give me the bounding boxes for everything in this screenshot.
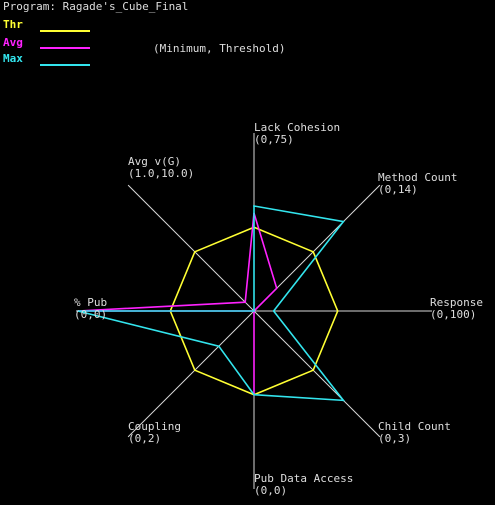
- axis-label: Pub Data Access: [254, 472, 353, 485]
- axis-range-label: (0,100): [430, 308, 476, 321]
- axis-spoke: [127, 310, 255, 438]
- data-point-max: [342, 220, 345, 223]
- axis-range-label: (0,0): [254, 484, 287, 497]
- axis-spoke: [253, 310, 381, 438]
- data-point-thr: [312, 369, 315, 372]
- axis-range-label: (0,75): [254, 133, 294, 146]
- data-point-max: [253, 310, 255, 312]
- axis-label-group: % Pub(0,0): [74, 296, 107, 321]
- axis-label: Lack Cohesion: [254, 121, 340, 134]
- axis-label-group: Child Count(0,3): [378, 420, 451, 445]
- data-point-thr: [312, 251, 315, 253]
- data-point-avg: [275, 287, 278, 290]
- series-line-max: [77, 205, 346, 402]
- axis-label-group: Response(0,100): [430, 296, 483, 321]
- axis-label: Child Count: [378, 420, 451, 433]
- series-line-avg: [77, 212, 278, 395]
- axis-label: Method Count: [378, 171, 457, 184]
- axis-label-group: Coupling(0,2): [128, 420, 181, 445]
- axis-labels-layer: Lack Cohesion(0,75) Method Count(0,14) Res…: [74, 121, 483, 497]
- data-point-max: [218, 345, 220, 348]
- data-point-max: [77, 310, 79, 312]
- data-point-thr: [194, 369, 196, 372]
- axis-label: Response: [430, 296, 483, 309]
- axis-label: % Pub: [74, 296, 107, 309]
- data-point-thr: [194, 251, 196, 253]
- legend-label-avg: Avg: [3, 36, 23, 49]
- axis-range-label: (0,14): [378, 183, 418, 196]
- data-point-max: [253, 393, 255, 396]
- axis-spoke: [127, 184, 255, 312]
- scale-note: (Minimum, Threshold): [153, 42, 285, 55]
- data-point-thr: [336, 310, 339, 312]
- axis-label-group: Method Count(0,14): [378, 171, 457, 196]
- data-point-max: [272, 310, 275, 312]
- axis-label-group: Pub Data Access(0,0): [254, 472, 353, 497]
- legend-label-max: Max: [3, 52, 23, 65]
- legend-label-thr: Thr: [3, 18, 23, 31]
- axis-label: Coupling: [128, 420, 181, 433]
- data-point-max: [253, 205, 255, 207]
- axis-label-group: Avg v(G)(1.0,10.0): [128, 155, 194, 180]
- axis-range-label: (0,0): [74, 308, 107, 321]
- series-layer: [77, 205, 346, 402]
- axis-range-label: (0,3): [378, 432, 411, 445]
- program-title: Program: Ragade's_Cube_Final: [3, 0, 188, 13]
- data-point-avg: [244, 301, 246, 304]
- axis-label: Avg v(G): [128, 155, 181, 168]
- data-point-max: [342, 399, 345, 402]
- legend: Thr Avg Max: [3, 18, 90, 66]
- axis-label-group: Lack Cohesion(0,75): [254, 121, 340, 146]
- axis-range-label: (1.0,10.0): [128, 167, 194, 180]
- axis-range-label: (0,2): [128, 432, 161, 445]
